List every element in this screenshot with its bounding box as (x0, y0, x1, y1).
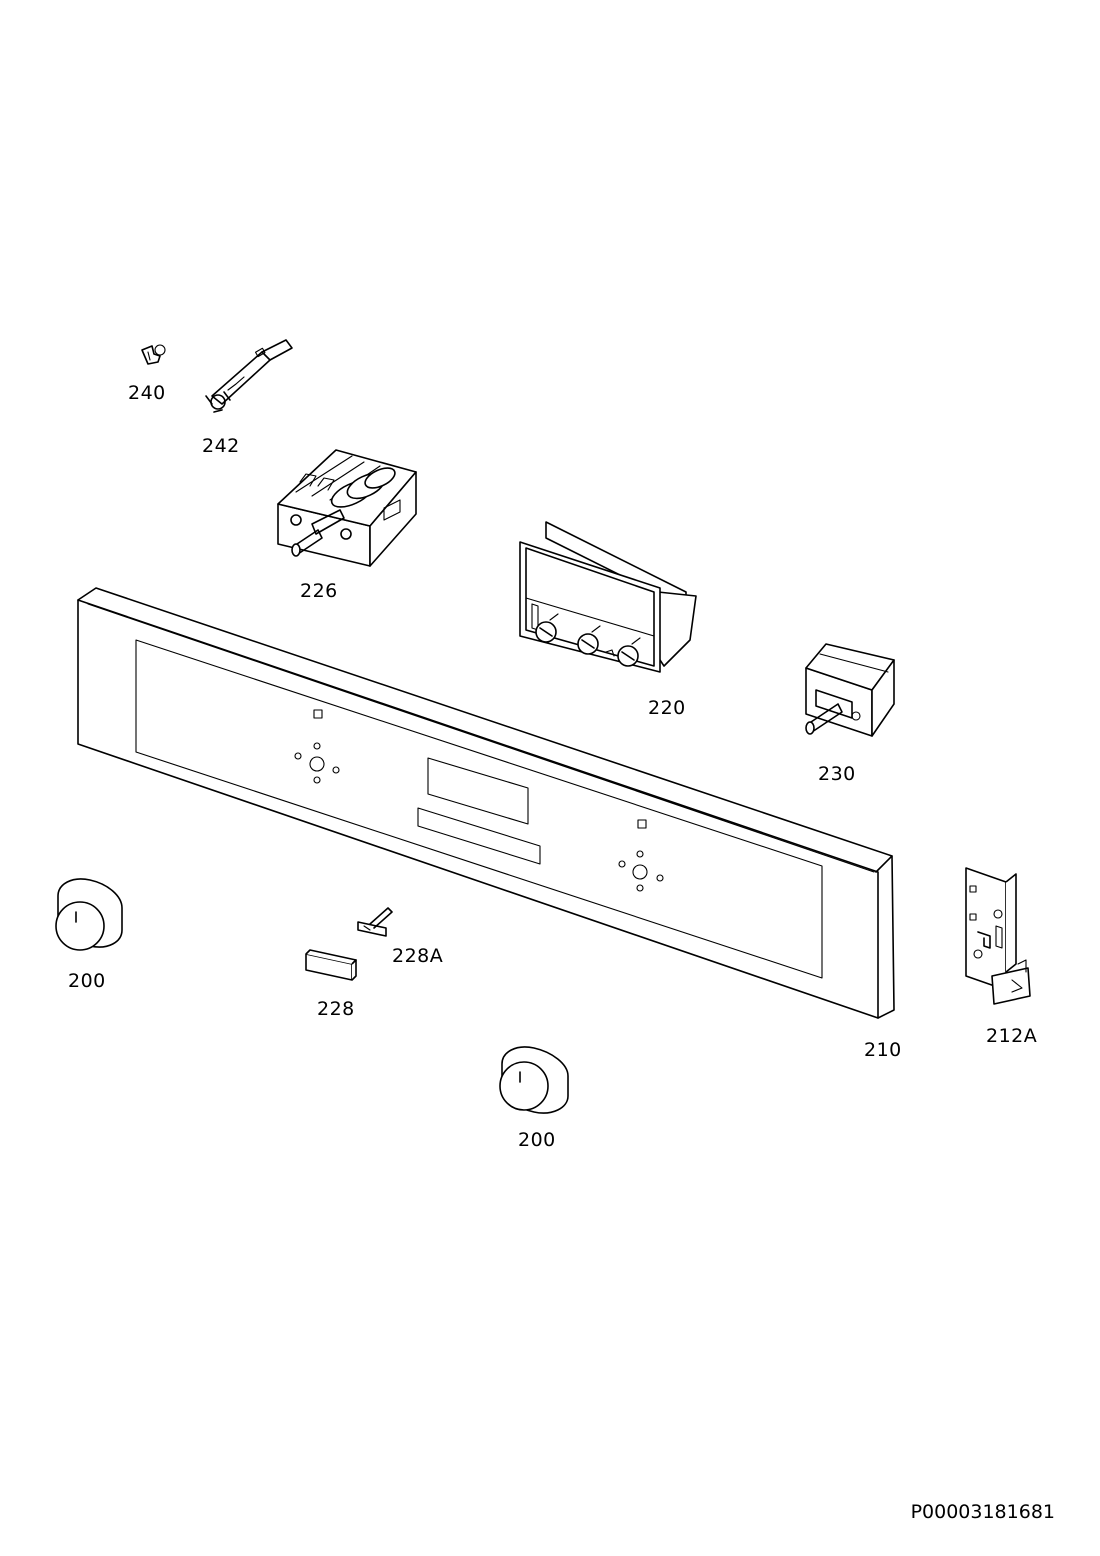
part-212a-bracket (965, 867, 1031, 1005)
label-240: 240 (128, 382, 166, 404)
label-226: 226 (300, 580, 338, 602)
label-230: 230 (818, 763, 856, 785)
part-200-knob-bottom (499, 1046, 569, 1114)
label-200-bottom: 200 (518, 1129, 556, 1151)
part-200-knob-left (55, 878, 123, 951)
part-228-push-button (305, 949, 357, 981)
part-228a-lever (357, 907, 393, 937)
label-210: 210 (864, 1039, 902, 1061)
label-212a: 212A (986, 1025, 1037, 1047)
label-242: 242 (202, 435, 240, 457)
document-id: P00003181681 (911, 1501, 1055, 1523)
label-220: 220 (648, 697, 686, 719)
part-220-timer-module (519, 521, 697, 673)
label-228a: 228A (392, 945, 443, 967)
part-230-switch (805, 643, 895, 737)
label-200-left: 200 (68, 970, 106, 992)
part-226-selector-switch (277, 449, 417, 567)
part-240-clip (141, 344, 166, 365)
label-228: 228 (317, 998, 355, 1020)
part-242-lamp-holder (205, 339, 293, 413)
part-210-control-panel (77, 587, 895, 1019)
